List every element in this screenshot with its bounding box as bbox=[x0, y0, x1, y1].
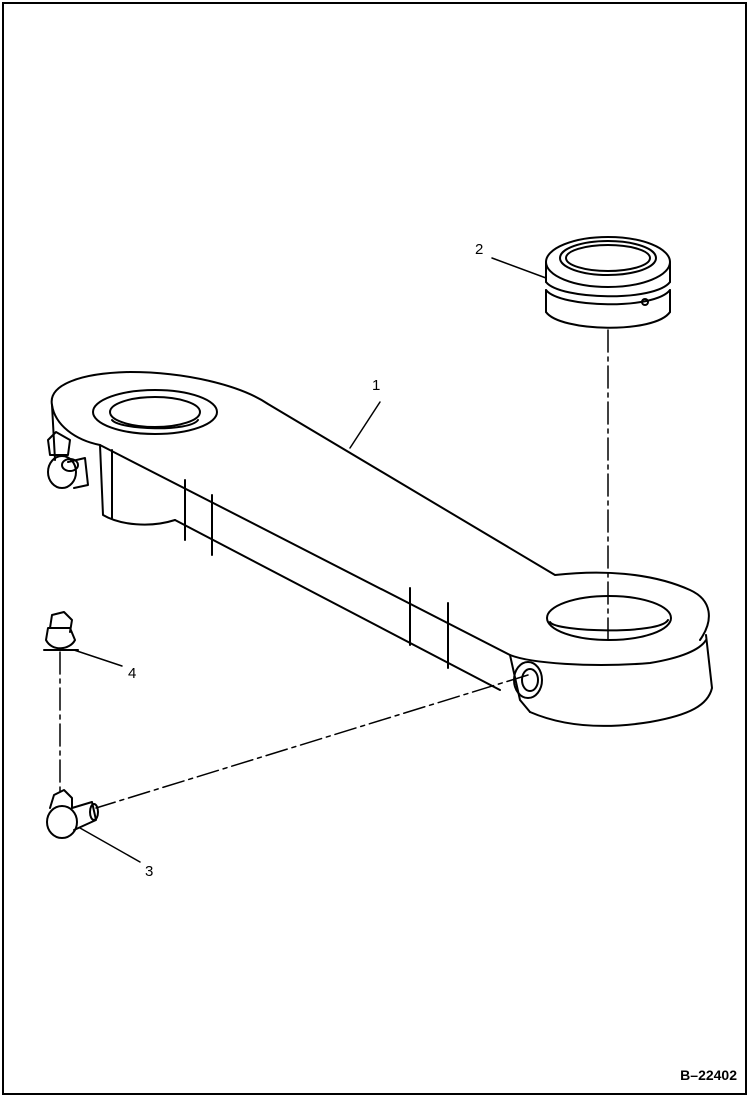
callout-1: 1 bbox=[372, 377, 381, 394]
drawing-reference-code: B–22402 bbox=[680, 1067, 737, 1083]
alignment-lines bbox=[59, 329, 609, 809]
bushing bbox=[545, 236, 671, 329]
callout-2: 2 bbox=[475, 241, 484, 258]
grease-cap bbox=[43, 611, 79, 651]
callout-3: 3 bbox=[145, 863, 154, 880]
grease-fitting bbox=[46, 789, 99, 839]
callout-4: 4 bbox=[128, 665, 137, 682]
leader-lines bbox=[73, 257, 547, 863]
link-arm bbox=[47, 371, 713, 727]
